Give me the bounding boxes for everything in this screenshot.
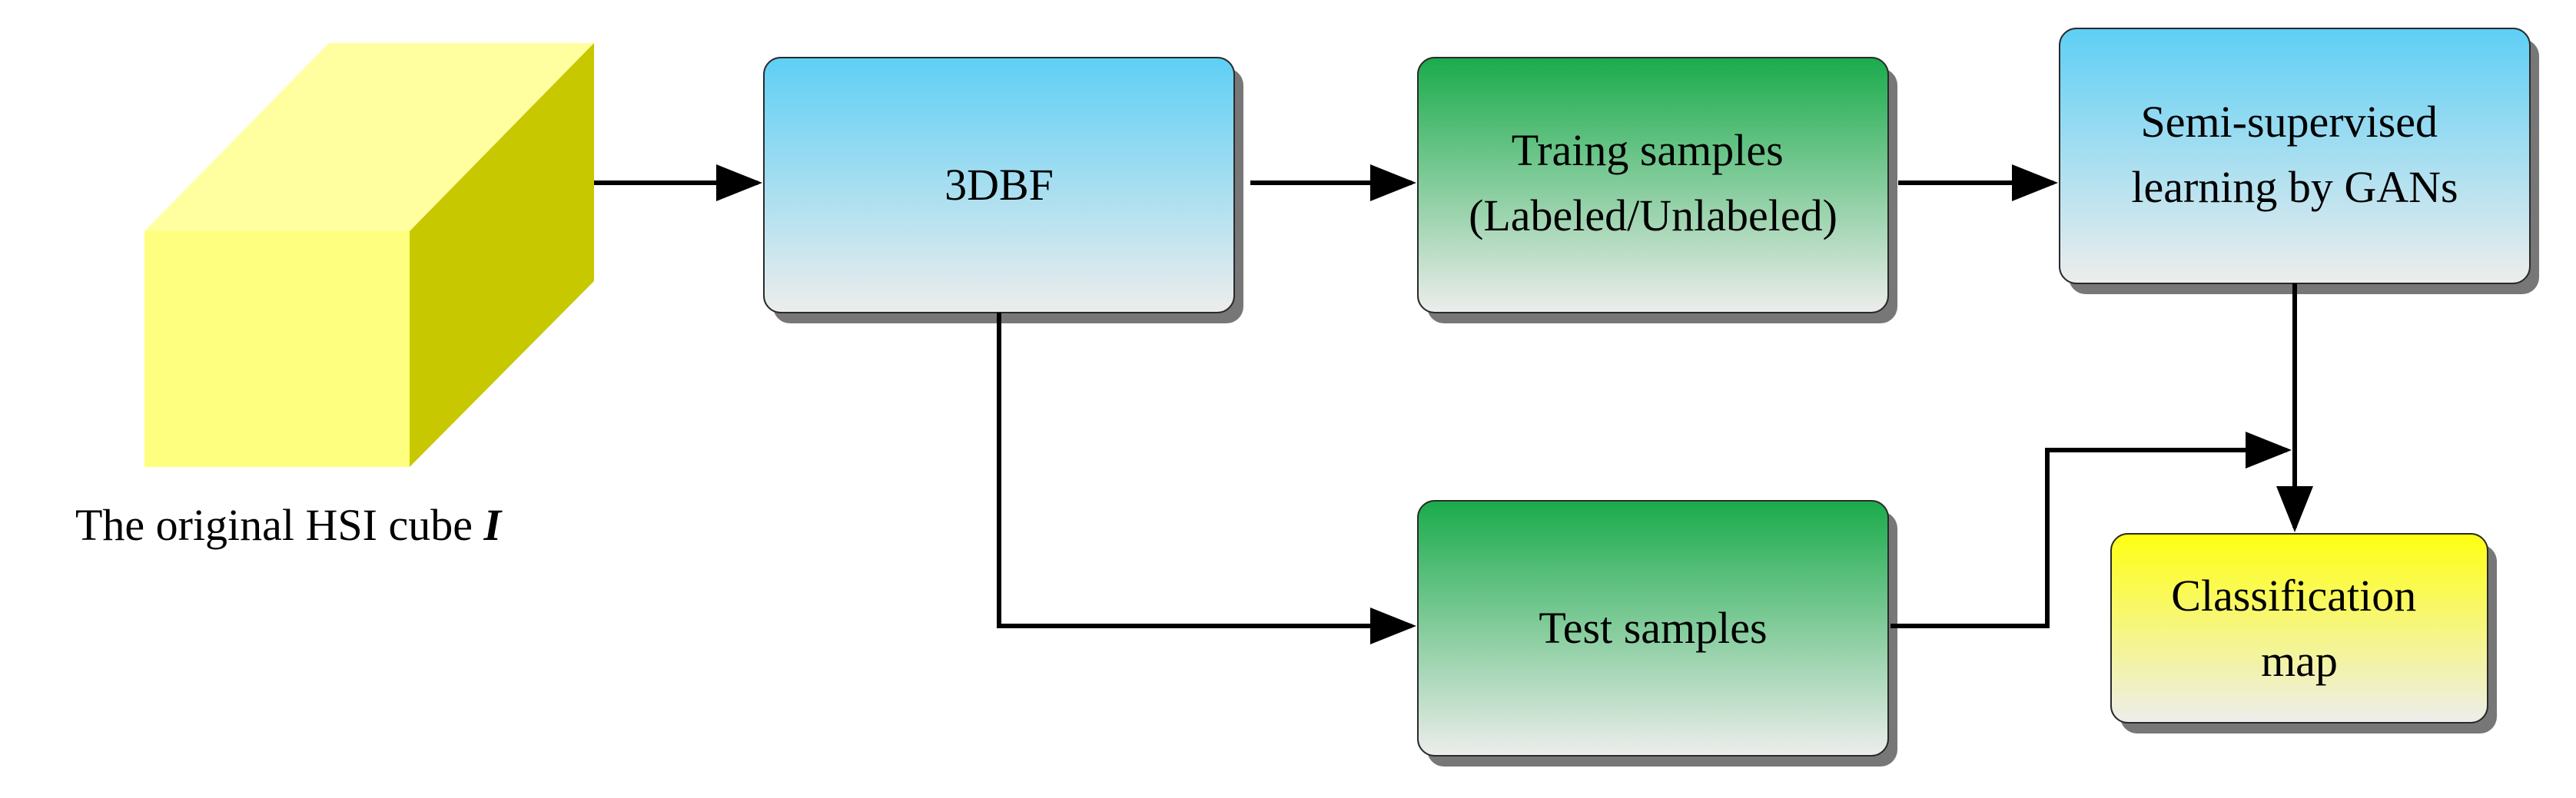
connectors (594, 164, 2313, 644)
node-3dbf: 3DBF (763, 57, 1243, 323)
node-training-line-2: (Labeled/Unlabeled) (1469, 190, 1837, 240)
cube-caption-symbol: I (483, 500, 503, 550)
cube-caption-text: The original HSI cube (75, 500, 484, 550)
node-semi-line-1: Semi-supervised (2140, 97, 2438, 147)
node-semi-line-2: learning by GANs (2131, 162, 2458, 212)
arrow-3dbf-to-test (997, 313, 1416, 644)
cube-caption: The original HSI cube I (75, 500, 503, 550)
node-classmap-line-1: Classification (2171, 571, 2416, 621)
node-classmap-box (2110, 533, 2488, 723)
node-training-line-1: Traing samples (1512, 125, 1784, 175)
node-semi-label: Semi-supervised learning by GANs (2131, 97, 2458, 212)
node-classmap-label: Classification map (2171, 571, 2427, 686)
node-classmap-line-2: map (2261, 636, 2338, 686)
node-training-box (1417, 57, 1889, 313)
cube-side-face (410, 43, 594, 467)
node-test-box (1417, 500, 1889, 757)
node-test-label: Test samples (1539, 603, 1767, 653)
node-3dbf-line-1: 3DBF (944, 160, 1054, 210)
node-3dbf-label: 3DBF (944, 160, 1054, 210)
node-semi-box (2059, 28, 2531, 284)
node-training-label: Traing samples (Labeled/Unlabeled) (1469, 125, 1837, 240)
hsi-cube (144, 43, 594, 467)
node-training-samples: Traing samples (Labeled/Unlabeled) (1417, 57, 1897, 323)
arrow-test-to-classmap (1891, 432, 2292, 628)
node-test-samples: Test samples (1417, 500, 1897, 767)
cube-top-face (144, 43, 594, 231)
node-test-line-1: Test samples (1539, 603, 1767, 653)
node-semi-supervised: Semi-supervised learning by GANs (2059, 28, 2539, 294)
node-classification-map: Classification map (2110, 533, 2497, 733)
cube-front-face (144, 231, 410, 467)
